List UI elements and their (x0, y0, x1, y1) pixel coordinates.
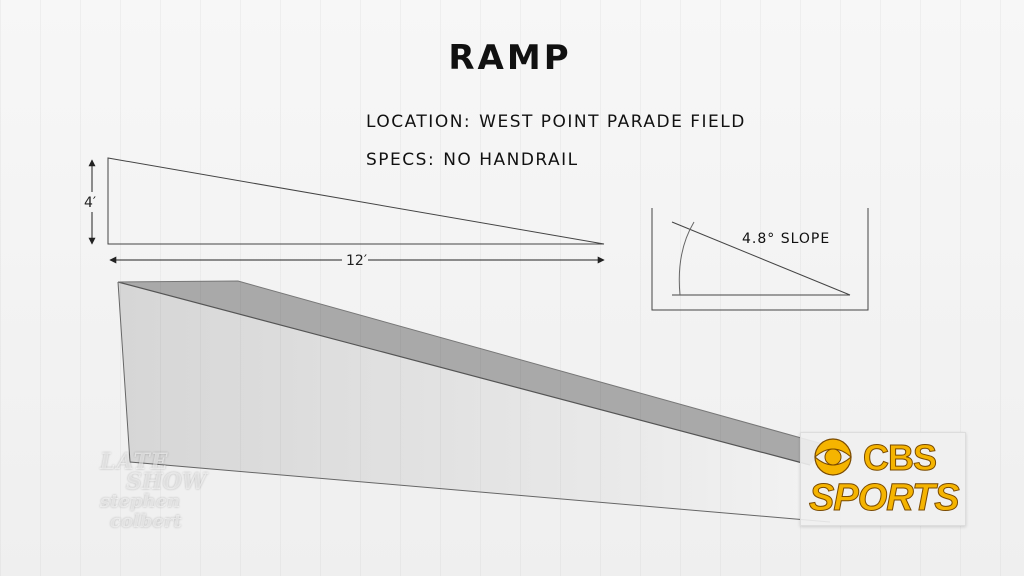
side-elevation-diagram: 4′ 12′ (84, 157, 605, 269)
ramp-top-stripes (118, 281, 830, 465)
page-title: RAMP (448, 38, 572, 78)
slope-angle-arc (678, 221, 695, 296)
ramp-3d-rendering (117, 280, 831, 523)
elevation-triangle (107, 157, 605, 245)
slope-label: 4.8° SLOPE (742, 231, 830, 247)
ramp-side-stripes (118, 281, 830, 522)
slope-detail-frame (651, 208, 869, 311)
height-label: 4′ (84, 195, 96, 211)
slope-line (671, 221, 851, 296)
specs-value: NO HANDRAIL (443, 150, 579, 170)
cbs-sports-logo: CBS SPORTS (800, 432, 966, 526)
location-line: LOCATION: WEST POINT PARADE FIELD (366, 112, 746, 132)
watermark-line2: SHOW (126, 469, 207, 495)
late-show-watermark: LATE SHOW stephen colbert (100, 449, 220, 532)
slope-detail-diagram: 4.8° SLOPE (651, 208, 869, 311)
ramp-edge-back (117, 280, 831, 447)
specs-line: SPECS: NO HANDRAIL (366, 150, 579, 170)
watermark-line1: LATE (100, 449, 169, 475)
ramp-edge-bottom (117, 281, 831, 523)
ramp-edge-top (117, 281, 811, 466)
location-value: WEST POINT PARADE FIELD (479, 112, 746, 132)
location-label: LOCATION: (366, 112, 472, 132)
sports-wordmark: SPORTS (809, 477, 961, 520)
specs-label: SPECS: (366, 150, 436, 170)
length-label: 12′ (346, 253, 367, 269)
cbs-eye-icon (814, 438, 852, 476)
watermark-line3: stephen (100, 491, 181, 512)
watermark-line4: colbert (110, 511, 182, 532)
cbs-wordmark: CBS (862, 437, 937, 479)
